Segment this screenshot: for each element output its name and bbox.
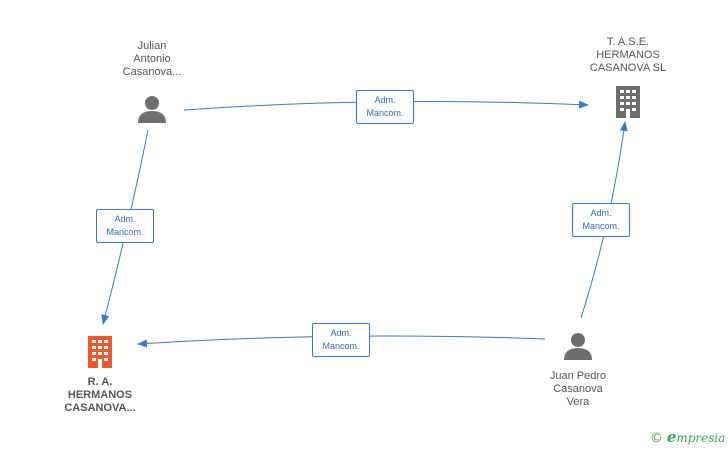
node-label-julian[interactable]: Julian Antonio Casanova... (122, 40, 182, 78)
brand-initial: e (666, 428, 677, 446)
edge-label-julian-ra: Adm. Mancom. (96, 209, 154, 243)
node-label-juan[interactable]: Juan Pedro Casanova Vera (549, 370, 607, 408)
edge-label-juan-tase: Adm. Mancom. (572, 203, 630, 237)
edge-label-juan-ra: Adm. Mancom. (312, 323, 370, 357)
building-icon-ra[interactable] (88, 336, 112, 368)
node-label-ra[interactable]: R. A. HERMANOS CASANOVA... (64, 376, 136, 414)
brand-logo: © empresia (650, 428, 725, 446)
copyright-symbol: © (650, 431, 663, 446)
brand-name: mpresia (676, 431, 726, 445)
node-label-tase[interactable]: T. A.S.E. HERMANOS CASANOVA SL (589, 36, 667, 74)
edge-label-julian-tase: Adm. Mancom. (356, 90, 414, 124)
person-icon-juan[interactable] (564, 333, 592, 360)
building-icon-tase[interactable] (616, 86, 640, 118)
person-icon-julian[interactable] (138, 96, 166, 123)
